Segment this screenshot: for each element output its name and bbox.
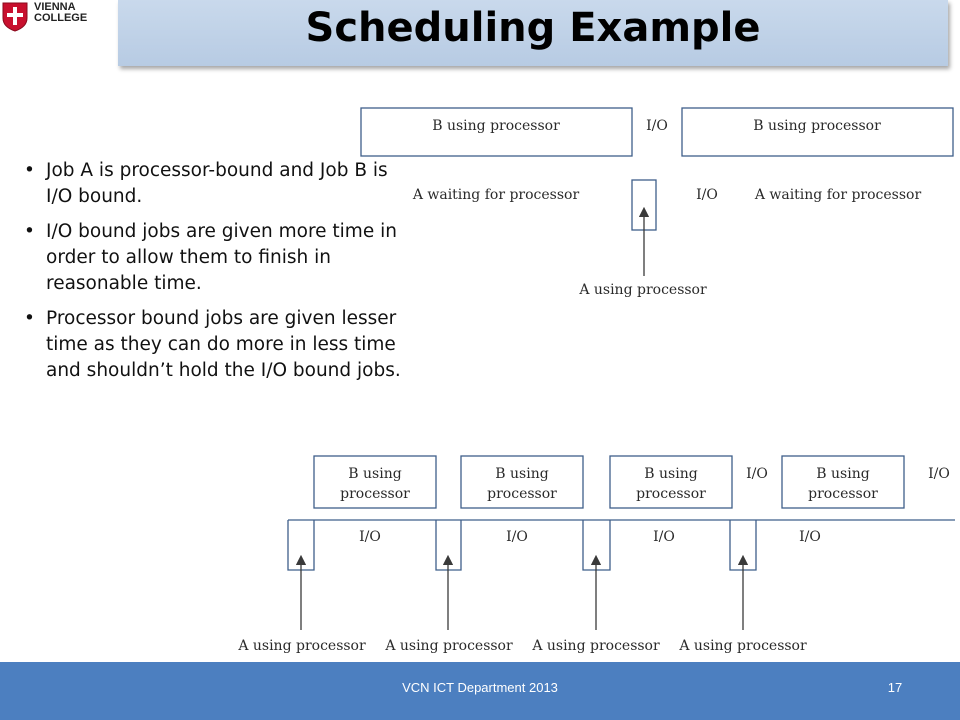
- bottom-row-io-label: I/O: [506, 529, 528, 545]
- top-a-waiting-label: A waiting for processor: [412, 187, 580, 203]
- bullet-text: I/O bound jobs are given more time in or…: [46, 221, 397, 294]
- bottom-a-using-label: A using processor: [384, 638, 513, 654]
- page-number: 17: [887, 680, 903, 695]
- college-shield-icon: [2, 2, 28, 32]
- top-b-processor-label: B using processor: [432, 118, 560, 134]
- bottom-b-label-line2: processor: [340, 486, 410, 502]
- top-b-processor-label: B using processor: [753, 118, 881, 134]
- bottom-b-processor-box: [781, 455, 905, 509]
- bottom-b-label-line1: B using: [644, 466, 697, 482]
- bullet-item: • Job A is processor-bound and Job B is I…: [24, 158, 419, 210]
- bullet-dot-icon: •: [24, 308, 35, 329]
- bullet-item: • I/O bound jobs are given more time in o…: [24, 219, 419, 297]
- bullet-text: Processor bound jobs are given lesser ti…: [46, 308, 401, 381]
- bottom-b-processor-box: [460, 455, 584, 509]
- bottom-b-label-line1: B using: [495, 466, 548, 482]
- bottom-b-processor-box: [609, 455, 733, 509]
- bullet-item: • Processor bound jobs are given lesser t…: [24, 306, 419, 384]
- bottom-a-using-label: A using processor: [678, 638, 807, 654]
- scheduling-diagram: B using processor I/O B using processor …: [237, 107, 955, 654]
- bullet-text: Job A is processor-bound and Job B is I/…: [46, 160, 388, 207]
- bottom-a-using-label: A using processor: [531, 638, 660, 654]
- slide-title: Scheduling Example: [305, 5, 761, 51]
- top-b-processor-box: [360, 107, 633, 157]
- top-timeline: [360, 107, 954, 231]
- bottom-top-io-label: I/O: [928, 466, 950, 482]
- bottom-row-io-label: I/O: [653, 529, 675, 545]
- footer-bar: [0, 662, 960, 720]
- bottom-b-label-line2: processor: [487, 486, 557, 502]
- top-io-label: I/O: [646, 118, 668, 134]
- top-b-processor-box: [681, 107, 954, 157]
- bottom-b-processor-box: [313, 455, 437, 509]
- bottom-b-label-line1: B using: [816, 466, 869, 482]
- bottom-b-label-line2: processor: [636, 486, 706, 502]
- bottom-b-label-line2: processor: [808, 486, 878, 502]
- bullet-dot-icon: •: [24, 221, 35, 242]
- top-io-label: I/O: [696, 187, 718, 203]
- top-a-waiting-label: A waiting for processor: [754, 187, 922, 203]
- bottom-row-io-label: I/O: [359, 529, 381, 545]
- footer-text: VCN ICT Department 2013: [402, 680, 558, 695]
- logo-line-1: VIENNA: [34, 1, 76, 13]
- title-bar: [118, 0, 948, 66]
- logo-line-2: COLLEGE: [34, 12, 88, 24]
- bottom-row-io-label: I/O: [799, 529, 821, 545]
- bullet-list: • Job A is processor-bound and Job B is I…: [24, 158, 419, 393]
- bottom-a-using-label: A using processor: [237, 638, 366, 654]
- bullet-dot-icon: •: [24, 160, 35, 181]
- bottom-b-label-line1: B using: [348, 466, 401, 482]
- bottom-top-io-label: I/O: [746, 466, 768, 482]
- top-a-using-label: A using processor: [578, 282, 707, 298]
- bottom-timeline: [287, 455, 955, 571]
- college-logo: VIENNA COLLEGE: [0, 0, 110, 40]
